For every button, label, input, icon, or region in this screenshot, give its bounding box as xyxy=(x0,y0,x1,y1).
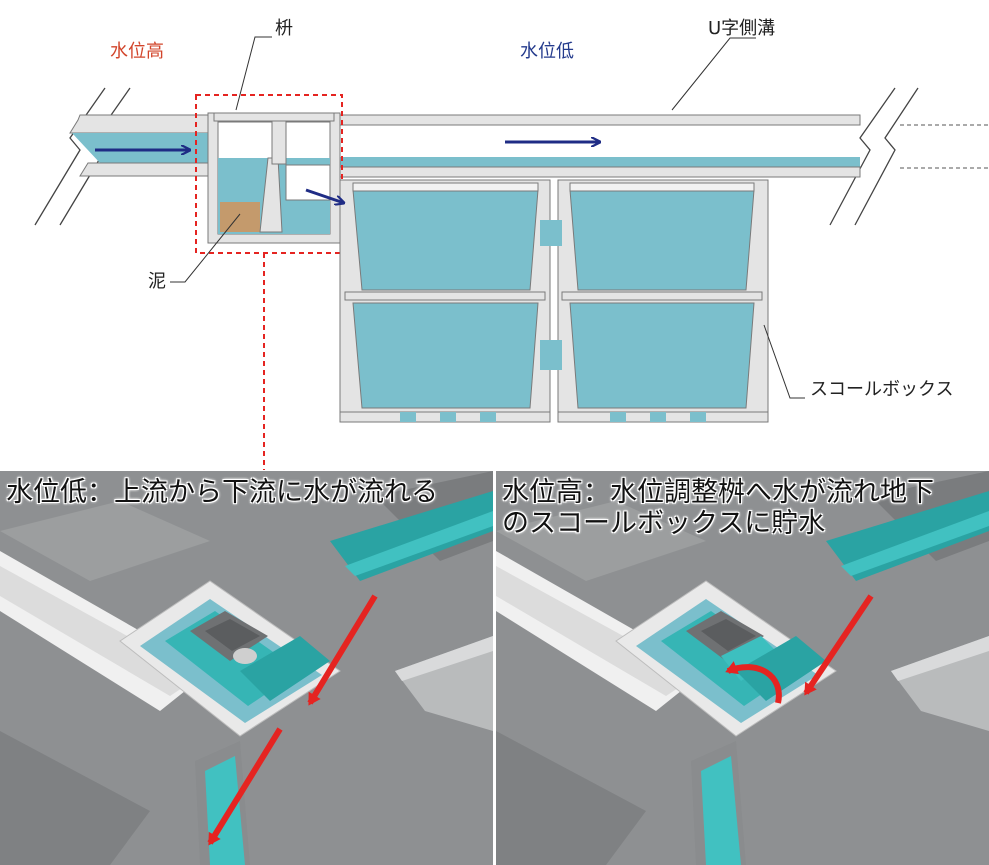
caption-high-water: 水位高：水位調整桝へ水が流れ地下 のスコールボックスに貯水 xyxy=(502,477,934,539)
label-u-channel: U字側溝 xyxy=(708,18,776,39)
caption-high-water-line1: 水位高：水位調整桝へ水が流れ地下 xyxy=(502,477,934,508)
basin xyxy=(207,112,341,244)
label-water-low: 水位低 xyxy=(520,41,574,62)
caption-low-water: 水位低：上流から下流に水が流れる xyxy=(6,477,438,508)
red-arrow-icon xyxy=(307,594,378,706)
render-high-water xyxy=(496,471,989,865)
curved-arrow-icon xyxy=(725,661,782,704)
leader-lines xyxy=(170,36,805,399)
caption-low-water-line1: 水位低：上流から下流に水が流れる xyxy=(6,477,438,508)
left-channel xyxy=(69,114,211,177)
right-break-lines xyxy=(829,87,919,226)
section-diagram-svg xyxy=(34,36,989,470)
squall-box xyxy=(339,179,769,423)
flow-arrow-icon xyxy=(305,188,344,203)
red-arrow-icon xyxy=(207,727,283,846)
focus-box xyxy=(195,94,343,254)
label-basin: 枡 xyxy=(275,18,293,39)
label-mud: 泥 xyxy=(148,271,166,292)
mud-layer xyxy=(220,202,260,232)
panel-low-water: 水位低：上流から下流に水が流れる xyxy=(0,471,493,865)
caption-high-water-line2: のスコールボックスに貯水 xyxy=(502,508,826,539)
panel-high-water: 水位高：水位調整桝へ水が流れ地下 のスコールボックスに貯水 xyxy=(496,471,989,865)
label-squall-box: スコールボックス xyxy=(810,379,954,400)
red-arrow-icon xyxy=(803,594,874,696)
render-low-water xyxy=(0,471,493,865)
section-diagram xyxy=(34,36,989,470)
label-water-high: 水位高 xyxy=(110,41,164,62)
